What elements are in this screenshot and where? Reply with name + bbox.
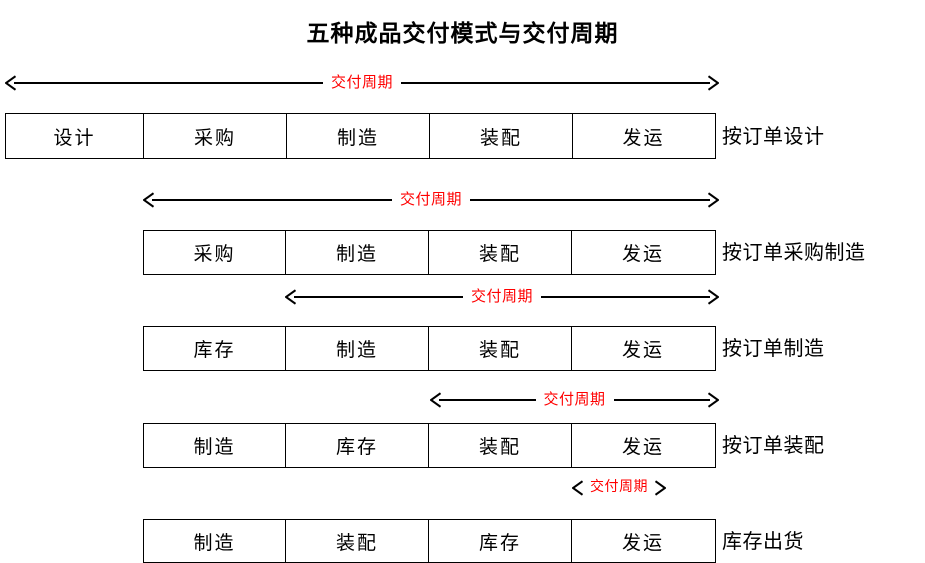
leadtime-line — [439, 399, 536, 401]
leadtime-label: 交付周期 — [400, 191, 463, 208]
arrow-right-icon — [655, 479, 666, 497]
stage-cell: 采购 — [144, 231, 286, 274]
leadtime-arrow-row-3: 交付周期 — [285, 284, 720, 310]
leadtime-right-segment — [541, 284, 720, 310]
stage-cell: 设计 — [6, 114, 144, 158]
leadtime-left-segment — [143, 187, 392, 213]
stage-cell: 装配 — [429, 327, 572, 370]
leadtime-label: 交付周期 — [331, 74, 394, 91]
mode-label-row-5: 库存出货 — [722, 531, 804, 553]
mode-label-row-2: 按订单采购制造 — [722, 242, 866, 264]
leadtime-line — [14, 82, 323, 84]
leadtime-left-segment — [285, 284, 463, 310]
leadtime-line — [152, 199, 392, 201]
leadtime-line — [613, 399, 711, 401]
stage-cell: 库存 — [286, 424, 429, 467]
arrow-left-icon — [5, 74, 16, 92]
leadtime-line — [541, 296, 711, 298]
leadtime-label: 交付周期 — [590, 480, 648, 495]
mode-label-row-4: 按订单装配 — [722, 435, 825, 457]
arrow-right-icon — [708, 74, 720, 92]
arrow-right-icon — [708, 391, 720, 409]
leadtime-line — [294, 296, 463, 298]
leadtime-right-segment — [613, 387, 720, 413]
stage-cell: 装配 — [429, 424, 572, 467]
leadtime-right-segment — [401, 70, 720, 96]
stage-cell: 发运 — [621, 340, 664, 361]
table-row: 制造 库存 装配 发运 — [143, 423, 716, 468]
stage-cell: 发运 — [622, 127, 665, 149]
stage-cell: 发运 — [621, 437, 664, 458]
stage-cell: 装配 — [429, 231, 572, 274]
leadtime-arrow-row-4: 交付周期 — [430, 387, 720, 413]
stage-cell: 制造 — [287, 114, 430, 158]
leadtime-left-segment — [5, 70, 323, 96]
stage-cell: 发运 — [621, 244, 664, 265]
stage-cell: 装配 — [286, 520, 429, 562]
leadtime-arrow-row-5: 交付周期 — [572, 475, 719, 501]
leadtime-left-segment — [572, 475, 584, 501]
stage-cell: 制造 — [286, 327, 429, 370]
leadtime-arrow-row-1: 交付周期 — [5, 70, 720, 96]
stage-cell: 装配 — [430, 114, 573, 158]
arrow-left-icon — [285, 288, 296, 306]
arrow-left-icon — [430, 391, 441, 409]
leadtime-label: 交付周期 — [471, 288, 534, 305]
leadtime-right-segment — [470, 187, 720, 213]
stage-cell: 库存 — [144, 327, 286, 370]
leadtime-arrow-row-2: 交付周期 — [143, 187, 720, 213]
table-row: 采购 制造 装配 发运 — [143, 230, 716, 275]
table-row: 制造 装配 库存 发运 — [143, 519, 716, 563]
leadtime-label: 交付周期 — [543, 391, 606, 408]
table-row: 库存 制造 装配 发运 — [143, 326, 716, 371]
arrow-left-icon — [572, 479, 583, 497]
table-row: 设计 采购 制造 装配 发运 — [5, 113, 716, 159]
leadtime-line — [401, 82, 711, 84]
leadtime-right-segment — [654, 475, 666, 501]
arrow-right-icon — [708, 191, 720, 209]
page-title: 五种成品交付模式与交付周期 — [306, 21, 619, 46]
stage-cell: 制造 — [144, 520, 286, 562]
stage-cell: 制造 — [286, 231, 429, 274]
stage-cell: 发运 — [621, 532, 664, 554]
stage-cell: 制造 — [144, 424, 286, 467]
mode-label-row-1: 按订单设计 — [722, 126, 825, 148]
arrow-right-icon — [708, 288, 720, 306]
leadtime-line — [470, 199, 711, 201]
stage-cell: 库存 — [429, 520, 572, 562]
leadtime-left-segment — [430, 387, 536, 413]
stage-cell: 采购 — [144, 114, 287, 158]
mode-label-row-3: 按订单制造 — [722, 338, 825, 360]
arrow-left-icon — [143, 191, 154, 209]
